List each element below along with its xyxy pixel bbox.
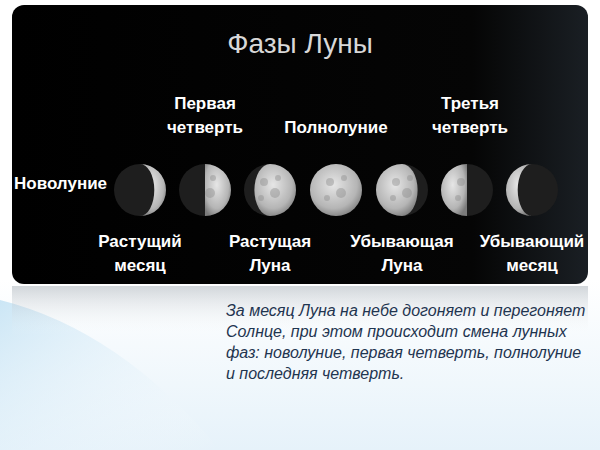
moon-dark-disc [310, 164, 362, 216]
moon-dark-disc [376, 164, 428, 216]
moon-lit-part [376, 164, 418, 216]
moon-crater [455, 195, 461, 201]
slide-caption: За месяц Луна на небе догоняет и перегон… [226, 300, 590, 384]
moon-crater [390, 195, 396, 201]
moon-crater [341, 175, 347, 181]
moon-dark-disc [114, 164, 166, 216]
moon-dark-disc [179, 164, 231, 216]
moon-lit-part [310, 164, 362, 216]
phase-label: Убывающий месяц [476, 230, 588, 278]
moon-lit-part [140, 164, 166, 216]
moon-crater [336, 188, 346, 198]
moon-lit-part [506, 164, 532, 216]
moon-crater [210, 175, 216, 181]
moon-crater [258, 195, 264, 201]
phase-label: Убывающая Луна [346, 230, 458, 278]
moon-crater [326, 178, 334, 186]
moon-crater [270, 188, 280, 198]
moon-dark-disc [441, 164, 493, 216]
moon-crater [324, 195, 330, 201]
moon-dark-disc [244, 164, 296, 216]
phase-label: Полнолуние [271, 116, 401, 140]
moon-lit-part [205, 164, 231, 216]
moon-lit-part [254, 164, 296, 216]
phase-label: Третья четверть [422, 92, 518, 140]
moon-crater [402, 188, 412, 198]
phase-label: Первая четверть [157, 92, 253, 140]
moon-crater [392, 178, 400, 186]
phase-label: Новолуние [14, 172, 107, 196]
phase-label: Растущая Луна [222, 230, 318, 278]
moon-crater [205, 188, 215, 198]
moon-lit-part [441, 164, 467, 216]
moon-crater [457, 178, 465, 186]
moon-dark-disc [506, 164, 558, 216]
moon-crater [260, 178, 268, 186]
diagram-title: Фазы Луны [150, 28, 450, 60]
moon-crater [407, 175, 413, 181]
phase-label: Растущий месяц [90, 230, 190, 278]
moon-crater [275, 175, 281, 181]
